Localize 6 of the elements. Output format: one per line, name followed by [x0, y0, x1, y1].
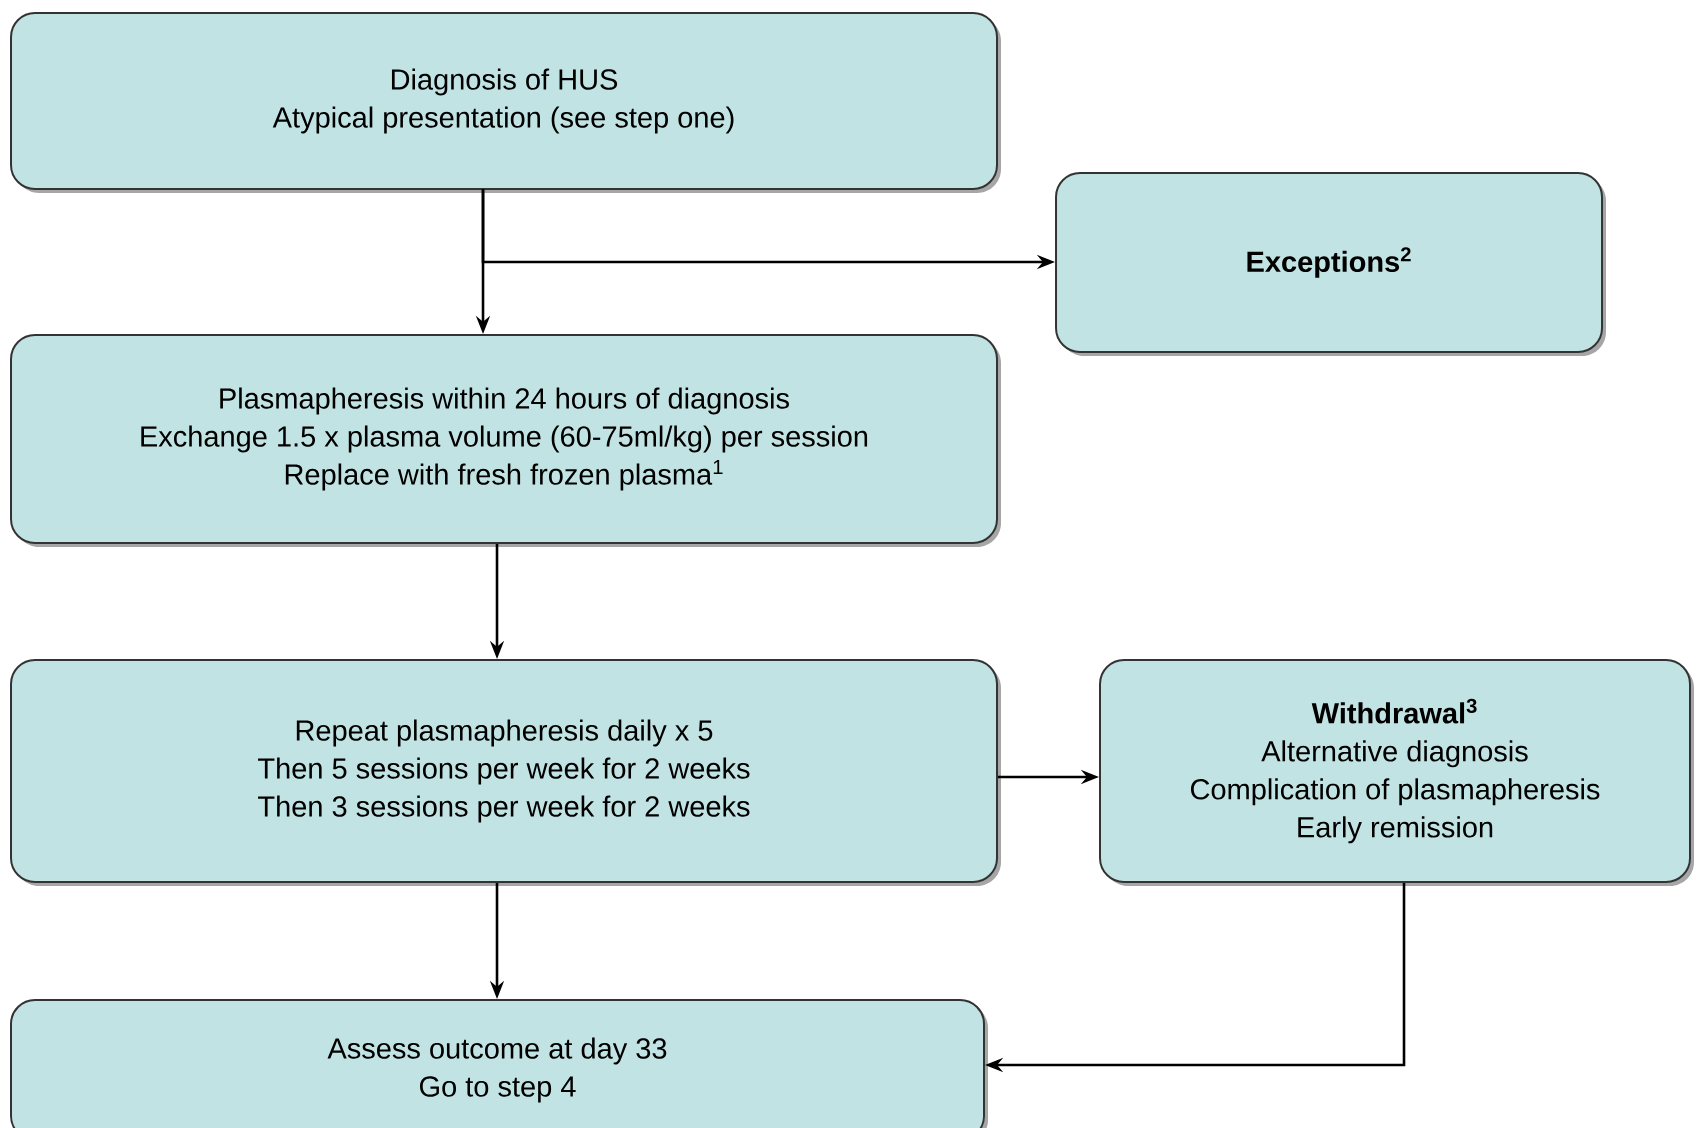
process-box: Assess outcome at day 33 Go to step 4	[10, 999, 988, 1128]
process-box: Plasmapheresis within 24 hours of diagnosis Exchange 1.5 x plasma volume (60-75ml/kg) per session Replace with fresh frozen plasma$^{1}$	[10, 334, 1001, 547]
process-box: Repeat plasmapheresis daily x 5 Then 5 sessions per week for 2 weeks Then 3 sessions per week for 2 weeks	[10, 659, 1001, 886]
process-box: Diagnosis of HUS Atypical presentation (see step one)	[10, 12, 1001, 193]
process-box: Withdrawal$^{3}$ Alternative diagnosis Complication of plasmapheresis Early remission	[1099, 659, 1694, 886]
process-box: Exceptions$^{2}$	[1055, 172, 1606, 356]
